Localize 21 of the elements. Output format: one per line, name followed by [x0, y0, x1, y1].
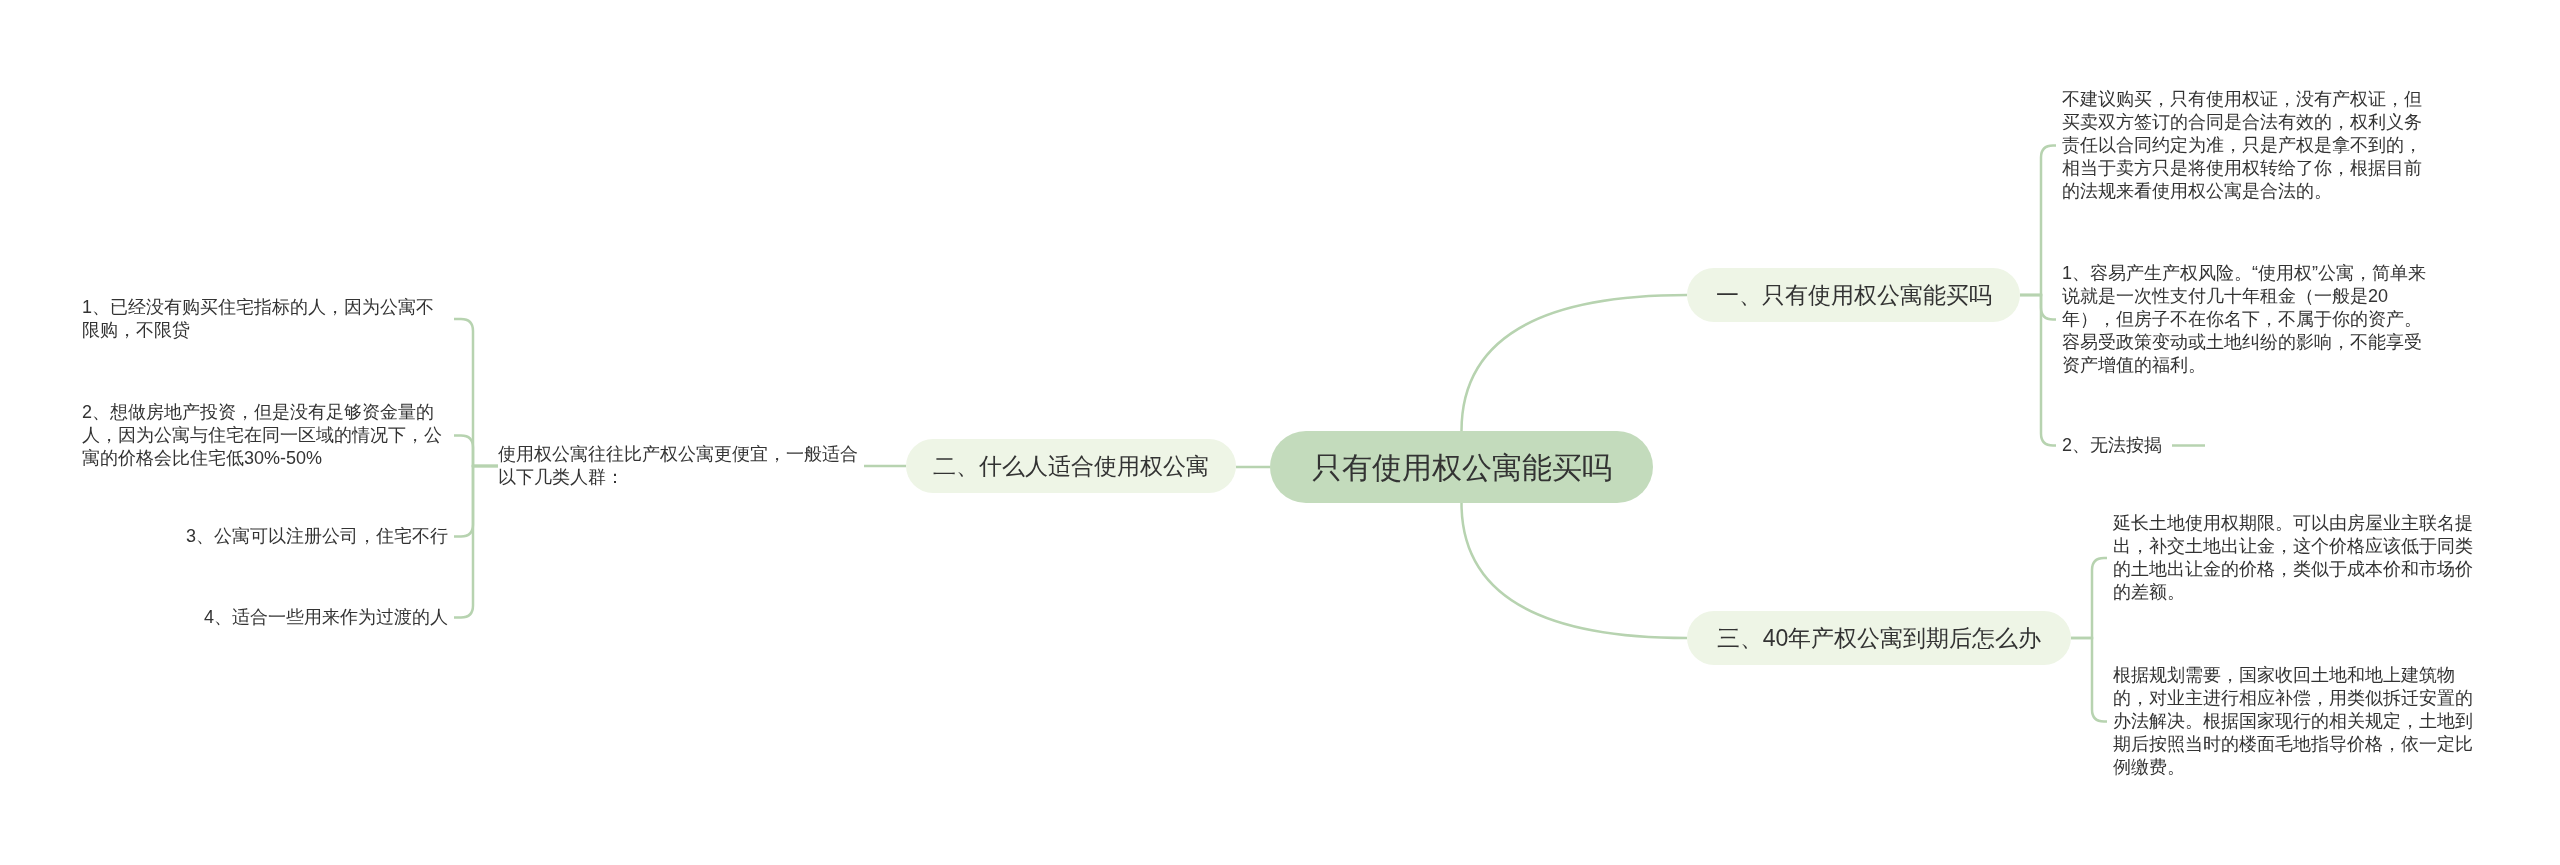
topic-pill: 一、只有使用权公寓能买吗	[1687, 268, 2020, 322]
note-text: 2、想做房地产投资，但是没有足够资金量的人，因为公寓与住宅在同一区域的情况下，公寓的价格会比住宅低30%-50%	[82, 401, 448, 470]
central-topic: 只有使用权公寓能买吗	[1270, 431, 1653, 503]
topic-pill: 三、40年产权公寓到期后怎么办	[1687, 611, 2071, 665]
note-text: 根据规划需要，国家收回土地和地上建筑物的，对业主进行相应补偿，用类似拆迁安置的办法解决。根据国家现行的相关规定，土地到期后按照当时的楼面毛地指导价格，依一定比例缴费。	[2113, 664, 2479, 779]
connector-line	[1460, 502, 1688, 640]
connector-line	[864, 464, 906, 468]
note-text: 1、已经没有购买住宅指标的人，因为公寓不限购，不限贷	[82, 296, 448, 342]
stub-line	[2172, 444, 2205, 447]
note-text: 延长土地使用权期限。可以由房屋业主联名提出，补交土地出让金，这个价格应该低于同类的土地出让金的价格，类似于成本价和市场价的差额。	[2113, 512, 2479, 604]
connector-line	[2020, 293, 2056, 447]
note-text: 2、无法按揭	[2062, 434, 2162, 457]
connector-line	[2071, 636, 2107, 723]
note-text: 使用权公寓往往比产权公寓更便宜，一般适合以下几类人群：	[498, 443, 864, 489]
note-text: 不建议购买，只有使用权证，没有产权证，但买卖双方签订的合同是合法有效的，权利义务责任以合同约定为准，只是产权是拿不到的，相当于卖方只是将使用权转给了你，根据目前的法规来看使用权公寓是合法的。	[2062, 88, 2428, 203]
connector-line	[1236, 465, 1270, 469]
note-text: 1、容易产生产权风险。“使用权”公寓，简单来说就是一次性支付几十年租金（一般是20年），但房子不在你名下，不属于你的资产。容易受政策变动或土地纠纷的影响，不能享受资产增值的福利。	[2062, 262, 2428, 377]
note-text: 4、适合一些用来作为过渡的人	[204, 606, 448, 629]
connector-line	[1460, 293, 1688, 432]
note-text: 3、公寓可以注册公司，住宅不行	[186, 525, 448, 548]
topic-pill: 二、什么人适合使用权公寓	[906, 439, 1236, 493]
